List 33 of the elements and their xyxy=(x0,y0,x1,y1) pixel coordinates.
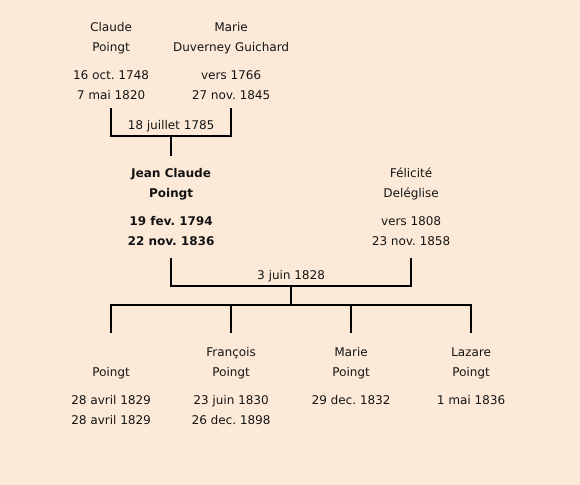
person-name: Claude xyxy=(90,20,132,34)
life-date: 1 mai 1836 xyxy=(436,392,506,408)
life-date: 27 nov. 1845 xyxy=(192,88,270,102)
person-name: Marie xyxy=(334,344,368,360)
person-name: Poingt xyxy=(148,186,194,200)
person-name: Félicité xyxy=(390,166,432,180)
person-name: Duverney Guichard xyxy=(172,40,290,54)
life-date: 7 mai 1820 xyxy=(76,88,146,102)
person-name: Poingt xyxy=(452,364,490,380)
life-date: 28 avril 1829 xyxy=(71,412,151,428)
life-date: 26 dec. 1898 xyxy=(192,412,270,428)
life-date: 19 fev. 1794 xyxy=(129,214,213,228)
person-name: Lazare xyxy=(451,344,491,360)
connector-line xyxy=(290,258,472,333)
person-name: Deléglise xyxy=(383,186,439,200)
life-date: 22 nov. 1836 xyxy=(128,234,214,248)
life-date: 28 avril 1829 xyxy=(71,392,151,408)
person-name: Poingt xyxy=(332,364,370,380)
edge-label: 18 juillet 1785 xyxy=(128,118,214,132)
person-name: Poingt xyxy=(92,40,130,54)
edge-label: 3 juin 1828 xyxy=(257,268,325,282)
life-date: 23 nov. 1858 xyxy=(372,234,450,248)
life-date: 23 juin 1830 xyxy=(193,392,269,408)
life-date: vers 1766 xyxy=(200,68,262,82)
life-date: 29 dec. 1832 xyxy=(312,392,390,408)
life-date: 16 oct. 1748 xyxy=(73,68,149,82)
person-name: Poingt xyxy=(212,364,250,380)
person-name: Marie xyxy=(214,20,248,34)
connector-line xyxy=(170,108,232,156)
person-name: Jean Claude xyxy=(131,166,211,180)
person-name: Poingt xyxy=(92,364,130,380)
life-date: vers 1808 xyxy=(380,214,442,228)
person-name: François xyxy=(206,344,256,360)
